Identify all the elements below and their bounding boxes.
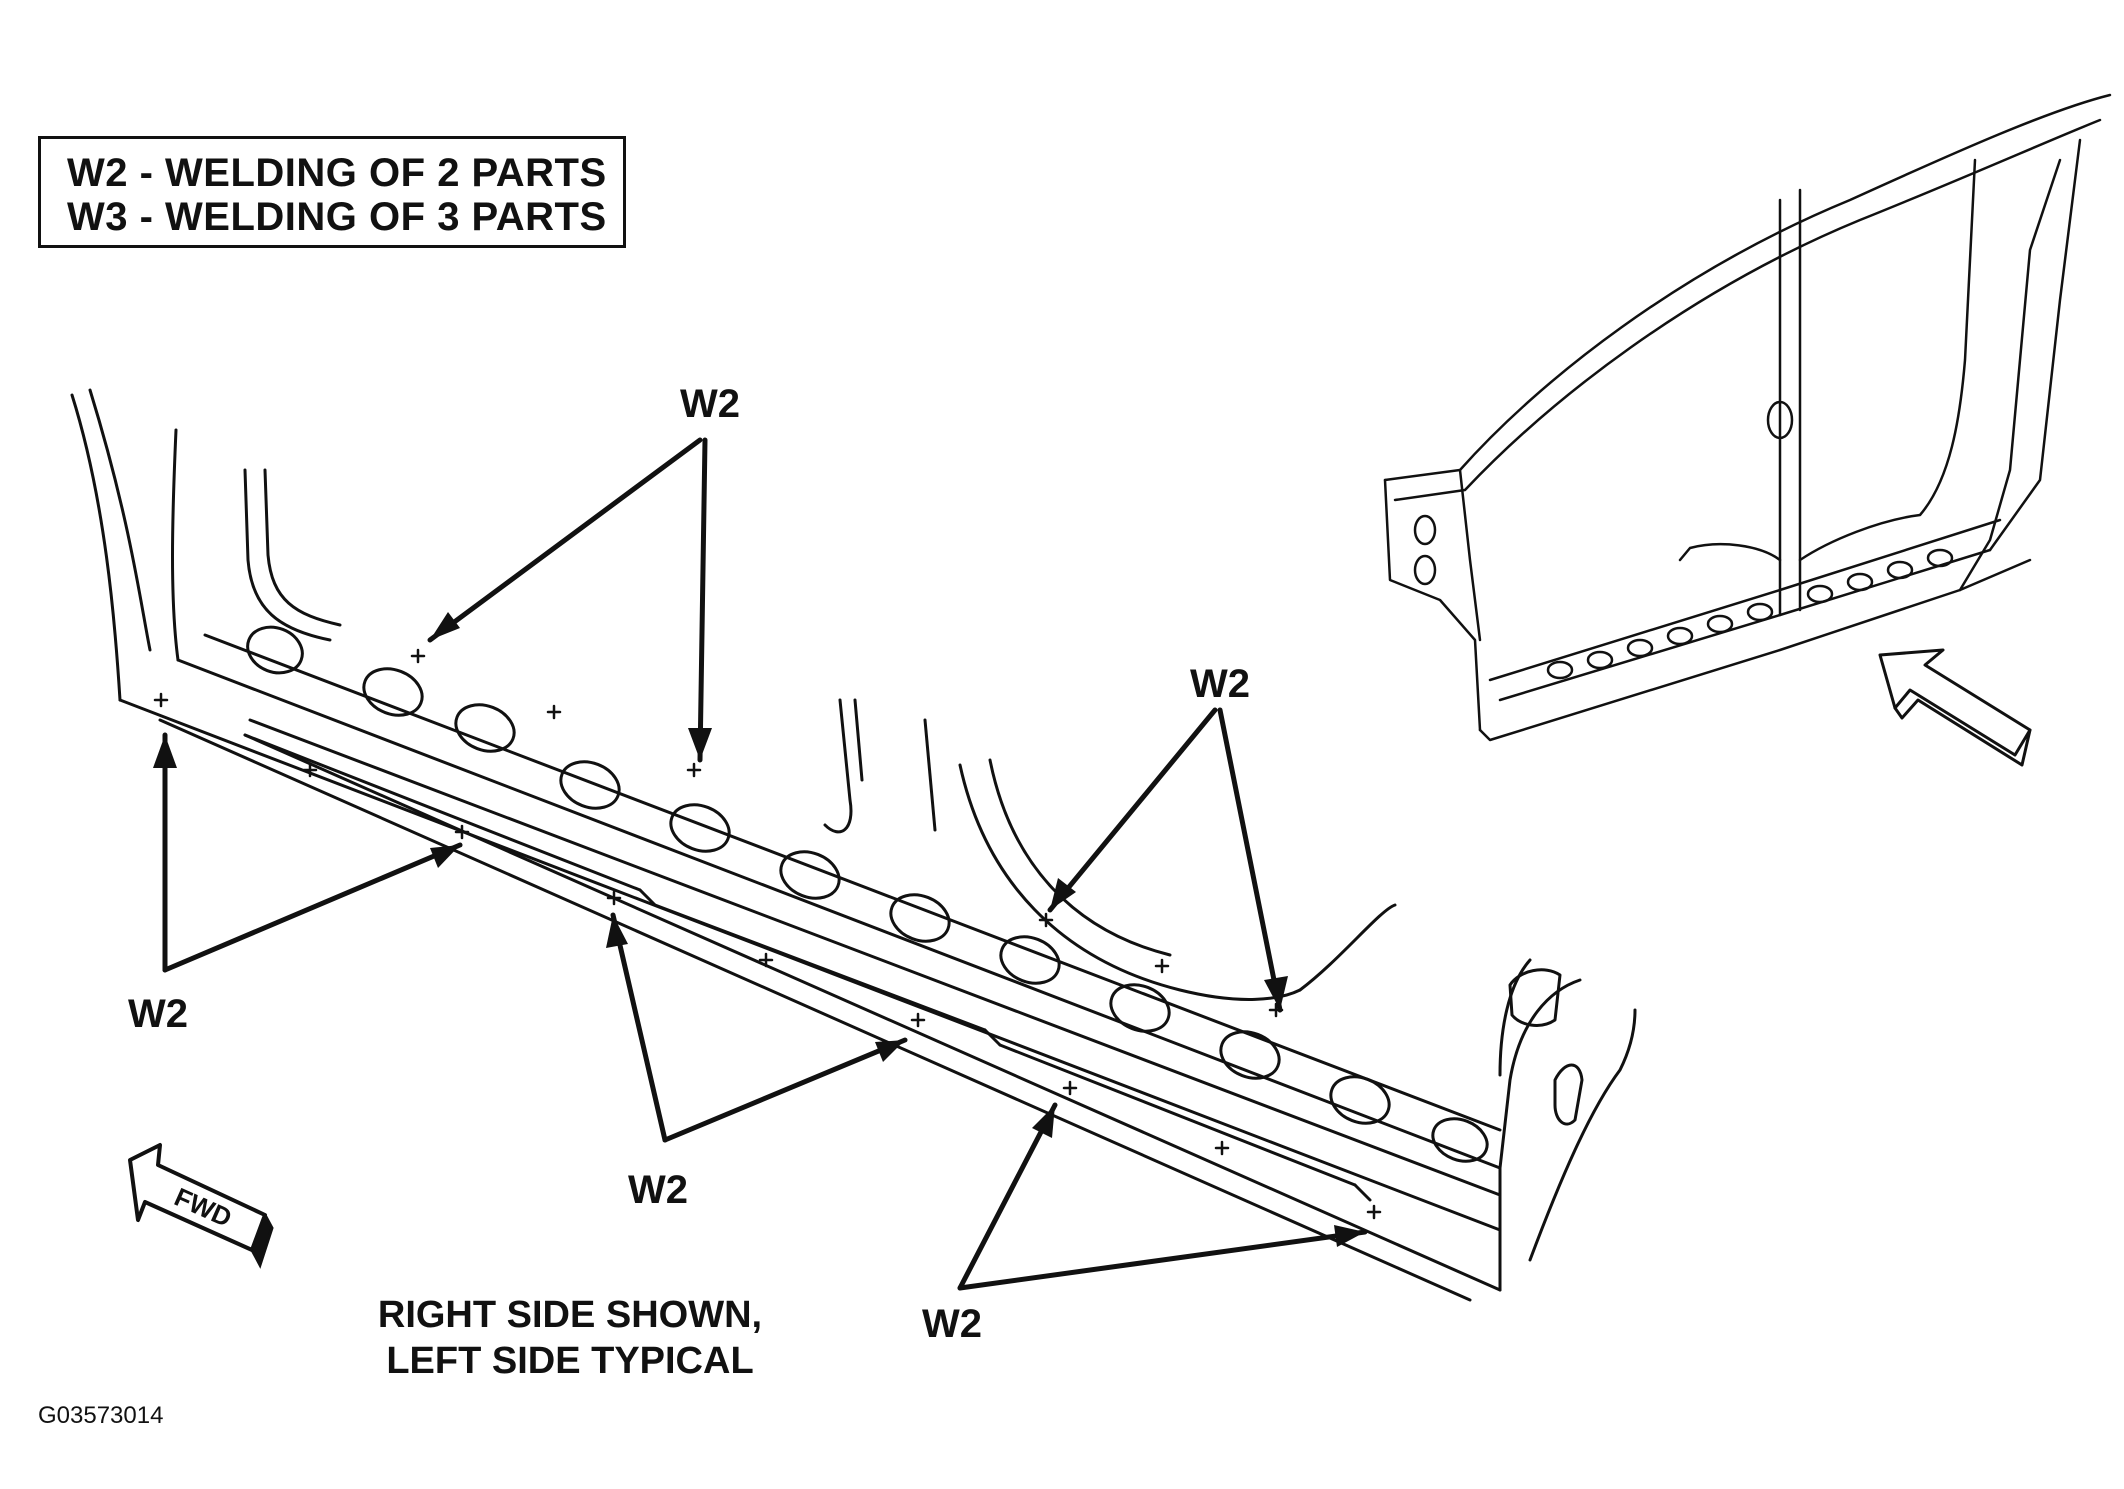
center-pillar-c — [923, 718, 937, 832]
sill-inner-line — [203, 633, 1502, 1132]
rear-quarter-1 — [1298, 903, 1397, 992]
rear-opening — [958, 763, 1302, 1001]
callout-right-upper: W2 — [1190, 662, 1250, 706]
rear-quarter-3 — [1528, 1008, 1637, 1262]
callout-middle: W2 — [628, 1168, 688, 1212]
flange-seg-3 — [998, 1043, 1357, 1187]
flange-joint-2 — [983, 1028, 1002, 1047]
rear-quarter-window — [1508, 968, 1562, 1027]
rear-opening-inner — [988, 758, 1172, 957]
front-pillar-curve — [171, 428, 180, 662]
sill-mid-line — [248, 718, 1502, 1197]
legend-w3: W3 - WELDING OF 3 PARTS — [67, 195, 607, 239]
fwd-arrow: FWD — [128, 1143, 274, 1269]
callout-arrows — [162, 437, 1368, 1291]
sill-lower-edge — [243, 733, 1502, 1292]
note-line-2: LEFT SIDE TYPICAL — [386, 1340, 754, 1382]
center-pillar-b — [853, 698, 864, 782]
callout-bottom-right: W2 — [922, 1302, 982, 1346]
rear-quarter-4 — [1498, 958, 1532, 1077]
figure-id: G03573014 — [38, 1402, 164, 1429]
front-pillar-outline — [70, 393, 122, 702]
note-line-1: RIGHT SIDE SHOWN, — [377, 1294, 763, 1336]
sill-bottom-edge — [158, 718, 1472, 1302]
rear-quarter-2 — [1498, 978, 1582, 1170]
center-pillar-a — [823, 698, 853, 834]
arrowheads — [153, 612, 1365, 1247]
flange-joint-1 — [638, 888, 657, 907]
flange-seg-1 — [243, 733, 642, 892]
sill-upper-rail — [176, 658, 1502, 1170]
callout-left: W2 — [128, 992, 188, 1036]
flange-joint-3 — [1353, 1183, 1372, 1202]
legend-box: W2 - WELDING OF 2 PARTS W3 - WELDING OF … — [38, 136, 626, 248]
sill-holes — [246, 625, 1489, 1163]
legend-w2: W2 - WELDING OF 2 PARTS — [67, 151, 607, 195]
side-note: RIGHT SIDE SHOWN, LEFT SIDE TYPICAL — [330, 1292, 810, 1384]
view-direction-arrow — [1878, 648, 2032, 757]
flange-seg-2 — [653, 903, 987, 1032]
weld-marks — [153, 648, 1382, 1220]
b-pillar-left — [243, 468, 332, 642]
rear-quarter-hole — [1553, 1063, 1584, 1126]
inset-body-side — [1383, 93, 2112, 742]
callout-top: W2 — [680, 382, 740, 426]
inset-holes — [1413, 400, 1954, 680]
b-pillar-left-inner — [263, 468, 342, 627]
front-pillar-inner — [88, 388, 152, 652]
